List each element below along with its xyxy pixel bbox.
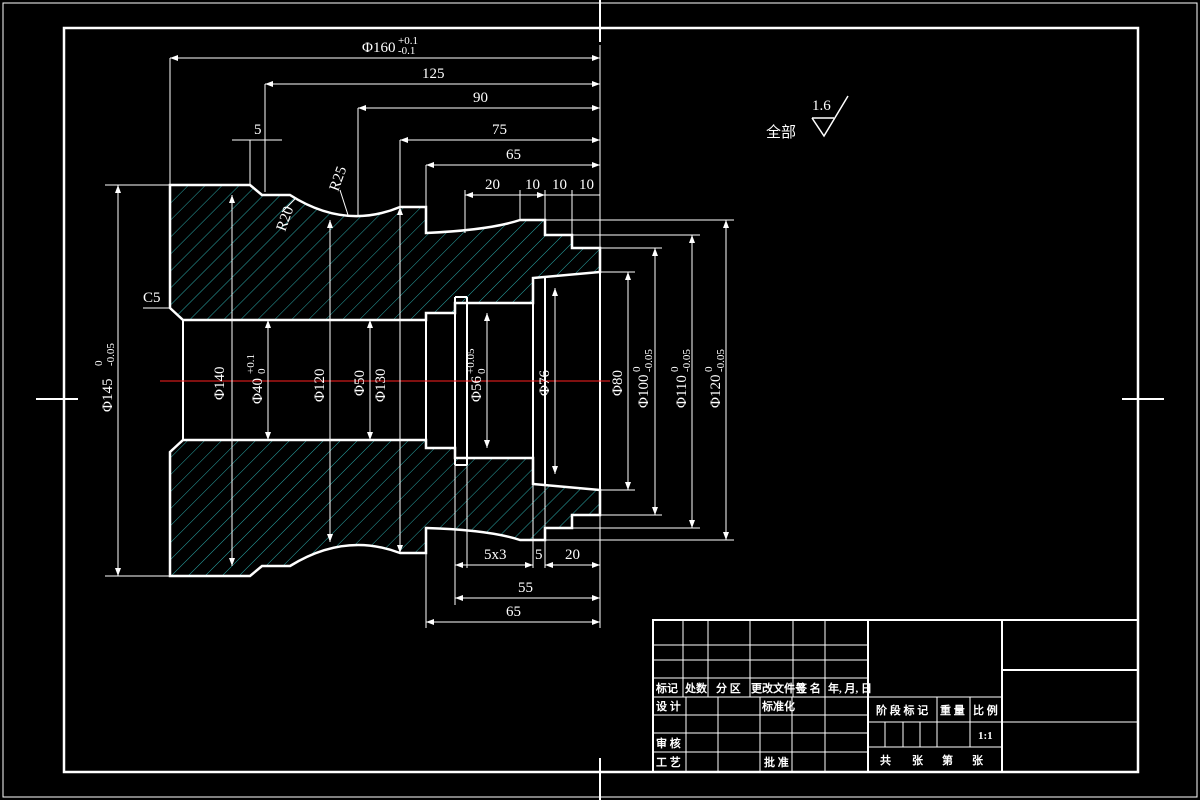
dim-20-top: 20 <box>485 177 500 193</box>
dim-10-c: 10 <box>579 177 594 193</box>
dim-55: 55 <box>518 580 533 596</box>
dim-d160: Φ160 <box>362 40 395 56</box>
upper-section <box>168 183 602 322</box>
dim-groove: 5x3 <box>484 547 507 563</box>
tb-doc-no: 更改文件号 <box>751 681 806 695</box>
part-section <box>160 183 610 578</box>
dimension-texts: Φ160 +0.1 -0.1 125 90 75 65 5 20 10 10 1… <box>93 35 727 620</box>
dim-d100-tol-lo: -0.05 <box>643 349 655 372</box>
dim-d40: Φ40 <box>250 378 266 404</box>
dim-d50: Φ50 <box>352 370 368 396</box>
tb-sign: 签 名 <box>795 681 821 695</box>
tb-count: 处数 <box>684 681 708 695</box>
dim-5-bot: 5 <box>535 547 543 563</box>
dimension-lines <box>105 45 734 628</box>
dim-d120b-tol-up: 0 <box>703 366 715 372</box>
dim-d110-tol-lo: -0.05 <box>681 349 693 372</box>
dim-5-top: 5 <box>254 122 262 138</box>
tb-zone: 分 区 <box>716 681 741 695</box>
dim-d56-tol-lo: 0 <box>476 368 488 374</box>
tb-review: 审 核 <box>656 736 681 750</box>
dim-125: 125 <box>422 66 445 82</box>
dim-75: 75 <box>492 122 507 138</box>
tb-process: 工 艺 <box>656 755 681 769</box>
dim-d56-tol-up: +0.05 <box>465 348 477 374</box>
dim-65-top: 65 <box>506 147 521 163</box>
tb-standard: 标准化 <box>761 699 795 713</box>
dim-r25: R25 <box>327 164 351 193</box>
tb-design: 设 计 <box>656 699 681 713</box>
tb-total: 共 <box>880 753 891 767</box>
tb-date: 年, 月, 日 <box>828 681 872 695</box>
tb-sheets2: 张 <box>972 753 984 767</box>
dim-d76: Φ76 <box>537 370 553 396</box>
dim-d120b: Φ120 <box>708 375 724 408</box>
roughness-value: 1.6 <box>812 98 831 114</box>
tb-stage: 阶 段 标 记 <box>876 703 928 717</box>
dim-d40-tol-up: +0.1 <box>245 354 257 374</box>
dim-65-bot: 65 <box>506 604 521 620</box>
dim-10-a: 10 <box>525 177 540 193</box>
dim-d100: Φ100 <box>636 375 652 408</box>
dim-d140: Φ140 <box>212 367 228 400</box>
dim-c5: C5 <box>143 290 161 306</box>
dim-10-b: 10 <box>552 177 567 193</box>
dim-d130: Φ130 <box>373 369 389 402</box>
dim-d80: Φ80 <box>610 370 626 396</box>
roughness-symbol: 1.6 全部 <box>766 95 849 141</box>
tb-mark: 标记 <box>655 681 678 695</box>
dim-d56: Φ56 <box>469 376 485 402</box>
dim-90: 90 <box>473 90 488 106</box>
dim-d110: Φ110 <box>674 375 690 408</box>
dim-d145-tol-up: 0 <box>93 360 105 366</box>
dim-d120b-tol-lo: -0.05 <box>715 349 727 372</box>
dim-d100-tol-up: 0 <box>631 366 643 372</box>
dim-d160-tol-up: +0.1 <box>398 35 418 47</box>
dim-20-bot: 20 <box>565 547 580 563</box>
tb-scale: 1:1 <box>978 730 993 742</box>
title-block-texts: 标记 处数 分 区 更改文件号 签 名 年, 月, 日 设 计 标准化 审 核 … <box>655 681 998 769</box>
dim-d120: Φ120 <box>312 369 328 402</box>
tb-approve: 批 准 <box>764 755 789 769</box>
tb-weight: 重 量 <box>940 703 965 717</box>
dim-d160-tol-lo: -0.1 <box>398 45 415 57</box>
roughness-label: 全部 <box>766 123 796 141</box>
tb-sheets: 张 <box>912 753 924 767</box>
dim-d145: Φ145 <box>100 379 116 412</box>
dim-d40-tol-lo: 0 <box>256 368 268 374</box>
tb-page: 第 <box>942 753 953 767</box>
dim-d110-tol-up: 0 <box>669 366 681 372</box>
title-block <box>652 619 1139 773</box>
tb-ratio: 比 例 <box>973 703 998 717</box>
dim-d145-tol-lo: -0.05 <box>105 343 117 366</box>
